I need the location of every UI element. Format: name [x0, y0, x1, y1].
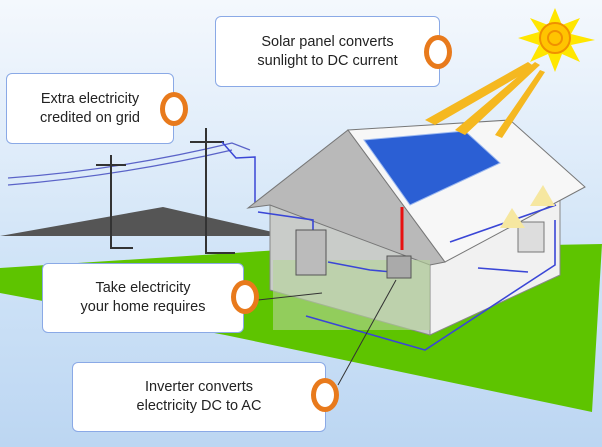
callout-marker-icon [160, 92, 188, 126]
lamps [500, 185, 555, 228]
callout-inverter: Inverter converts electricity DC to AC [72, 362, 326, 432]
sun-rays [425, 62, 545, 138]
callout-text: Extra electricity credited on grid [40, 90, 140, 126]
inverter [386, 255, 412, 279]
callout-take-electricity: Take electricity your home requires [42, 263, 244, 333]
mountain [0, 207, 290, 236]
grid-wire [221, 141, 256, 205]
utility-poles [96, 128, 235, 254]
callout-marker-icon [311, 378, 339, 412]
solar-panel [363, 130, 501, 206]
callout-text: Inverter converts electricity DC to AC [136, 379, 262, 414]
callout-marker-icon [231, 280, 259, 314]
sun-icon [518, 8, 595, 72]
callout-text: Take electricity your home requires [80, 280, 206, 315]
callout-marker-icon [424, 35, 452, 69]
callout-solar-panel: Solar panel converts sunlight to DC curr… [215, 16, 440, 87]
leader-lines [257, 279, 397, 386]
callout-text: Solar panel converts sunlight to DC curr… [257, 33, 398, 69]
power-lines [7, 142, 251, 186]
meter-panel [295, 229, 327, 276]
callout-extra-electricity: Extra electricity credited on grid [6, 73, 174, 144]
